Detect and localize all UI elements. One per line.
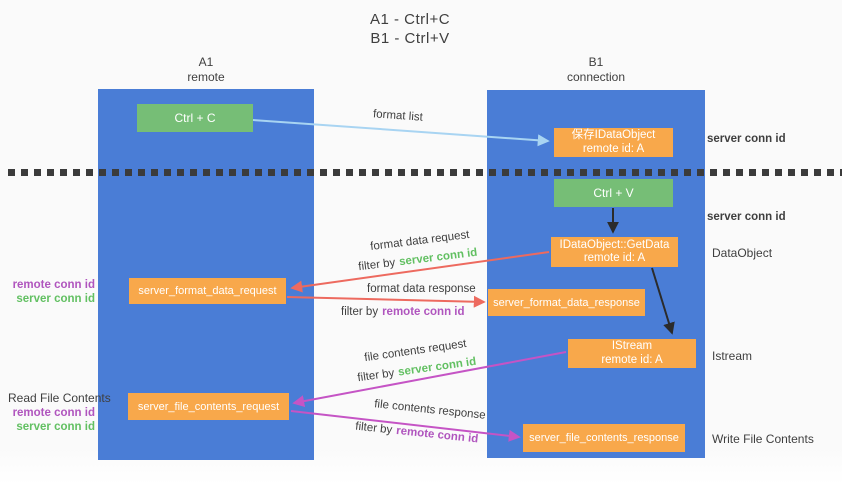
filter-by-text: filter by bbox=[357, 256, 396, 274]
server-format-data-response-label: server_format_data_response bbox=[493, 296, 640, 309]
node-server-format-data-request: server_format_data_request bbox=[129, 278, 286, 304]
lane-header-b1: B1 connection bbox=[487, 55, 705, 85]
save-idataobject-line1: 保存IDataObject bbox=[571, 129, 656, 141]
lane-a1-name: remote bbox=[187, 70, 225, 84]
server-file-contents-response-label: server_file_contents_response bbox=[529, 432, 679, 444]
edge-label-format-list: format list bbox=[372, 108, 424, 124]
left-label-conn-ids-1: remote conn id server conn id bbox=[0, 278, 95, 306]
server-conn-id-text: server conn id bbox=[397, 355, 477, 379]
server-file-contents-request-label: server_file_contents_request bbox=[137, 400, 280, 413]
right-label-write-file-contents: Write File Contents bbox=[712, 432, 814, 446]
node-istream: IStream remote id: A bbox=[568, 339, 696, 368]
edge-label-format-data-response: format data response bbox=[367, 283, 476, 295]
right-label-dataobject: DataObject bbox=[712, 246, 773, 260]
getdata-line2: remote id: A bbox=[583, 252, 646, 264]
node-save-idataobject: 保存IDataObject remote id: A bbox=[554, 128, 673, 157]
node-server-file-contents-request: server_file_contents_request bbox=[128, 393, 289, 420]
node-server-file-contents-response: server_file_contents_response bbox=[523, 424, 685, 452]
node-idataobject-getdata: IDataObject::GetData remote id: A bbox=[551, 237, 678, 267]
title-line-1: A1 - Ctrl+C bbox=[369, 11, 451, 28]
lane-b1-id: B1 bbox=[588, 55, 604, 69]
lane-a1-id: A1 bbox=[198, 55, 214, 69]
ctrl-v-label: Ctrl + V bbox=[593, 186, 634, 200]
save-idataobject-line2: remote id: A bbox=[582, 142, 645, 155]
lane-b1-name: connection bbox=[566, 70, 626, 84]
remote-conn-id-text: remote conn id bbox=[395, 424, 479, 446]
lane-header-a1: A1 remote bbox=[98, 55, 314, 85]
edge-label-file-contents-response: file contents response bbox=[373, 398, 487, 422]
title-line-2: B1 - Ctrl+V bbox=[370, 30, 450, 47]
filter-by-text: filter by bbox=[341, 306, 379, 318]
left-label-read-file-contents: Read File Contents bbox=[8, 391, 111, 405]
node-ctrl-v: Ctrl + V bbox=[554, 179, 673, 207]
server-conn-id-text: server conn id bbox=[16, 421, 95, 433]
remote-conn-id-text: remote conn id bbox=[12, 279, 95, 291]
session-divider-dotted-line bbox=[8, 169, 842, 176]
filter-by-text: filter by bbox=[356, 367, 396, 385]
node-server-format-data-response: server_format_data_response bbox=[488, 289, 645, 316]
remote-conn-id-text: remote conn id bbox=[382, 306, 465, 318]
istream-line1: IStream bbox=[611, 340, 653, 352]
getdata-line1: IDataObject::GetData bbox=[559, 238, 670, 251]
server-conn-id-text: server conn id bbox=[398, 246, 478, 269]
right-label-server-conn-id-2: server conn id bbox=[707, 211, 786, 223]
left-label-conn-ids-2: remote conn id server conn id bbox=[0, 406, 95, 434]
right-label-server-conn-id-1: server conn id bbox=[707, 133, 786, 145]
diagram-title: A1 - Ctrl+C B1 - Ctrl+V bbox=[330, 10, 490, 48]
istream-line2: remote id: A bbox=[601, 353, 663, 366]
right-label-istream: Istream bbox=[712, 349, 753, 363]
server-format-data-request-label: server_format_data_request bbox=[138, 285, 277, 297]
remote-conn-id-text: remote conn id bbox=[12, 407, 95, 419]
format-data-response-arrow bbox=[286, 295, 486, 308]
filter-by-text: filter by bbox=[354, 420, 393, 437]
ctrl-c-label: Ctrl + C bbox=[174, 111, 216, 125]
server-conn-id-text: server conn id bbox=[16, 293, 95, 305]
node-ctrl-c: Ctrl + C bbox=[137, 104, 253, 132]
